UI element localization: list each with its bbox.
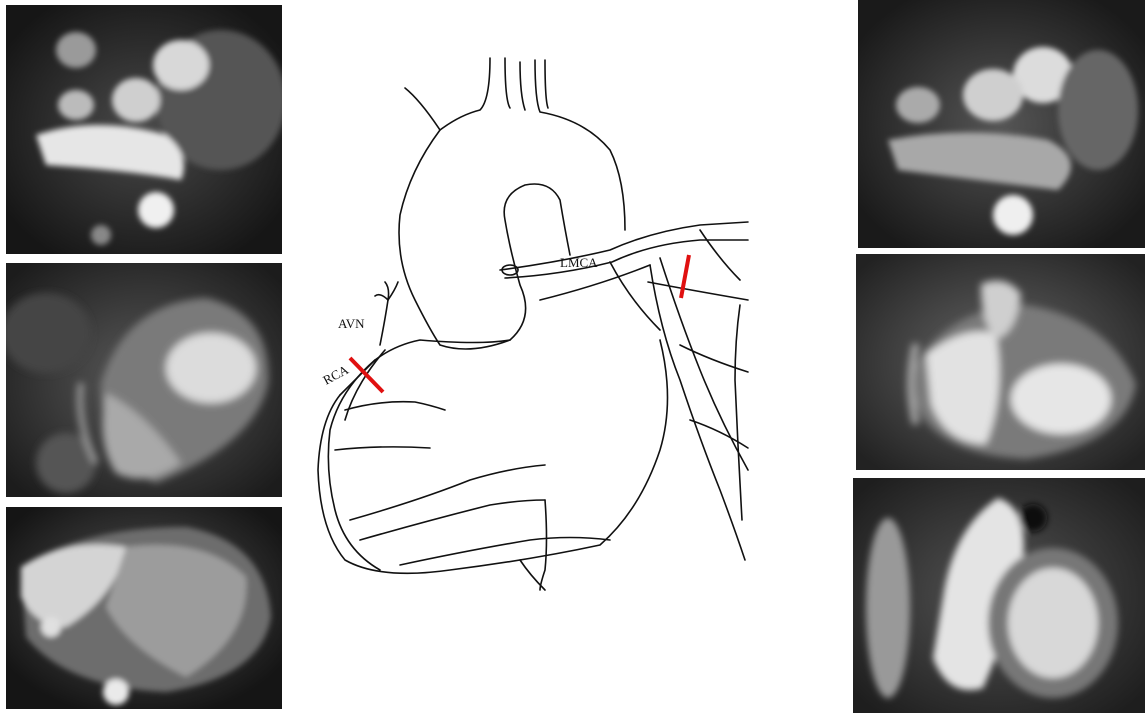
- rca-label: RCA: [320, 362, 351, 388]
- aorta-outline: [399, 88, 570, 349]
- mri-image-middle-left: [6, 263, 282, 497]
- coronary-artery-diagram: LMCA AVN RCA: [300, 40, 760, 650]
- mri-image-top-left: [6, 5, 282, 254]
- heart-outline: [318, 340, 668, 573]
- mri-image-bottom-left: [6, 507, 282, 709]
- rca-vessel: [328, 360, 380, 570]
- mri-image-top-right: [858, 0, 1145, 248]
- mri-image-bottom-right: [853, 478, 1145, 713]
- lmca-marker: [681, 255, 689, 298]
- lmca-label: LMCA: [560, 255, 598, 270]
- avn-vessel: [380, 282, 389, 345]
- avn-label: AVN: [338, 316, 365, 331]
- rca-marker: [350, 358, 383, 392]
- mri-image-middle-right: [856, 254, 1145, 470]
